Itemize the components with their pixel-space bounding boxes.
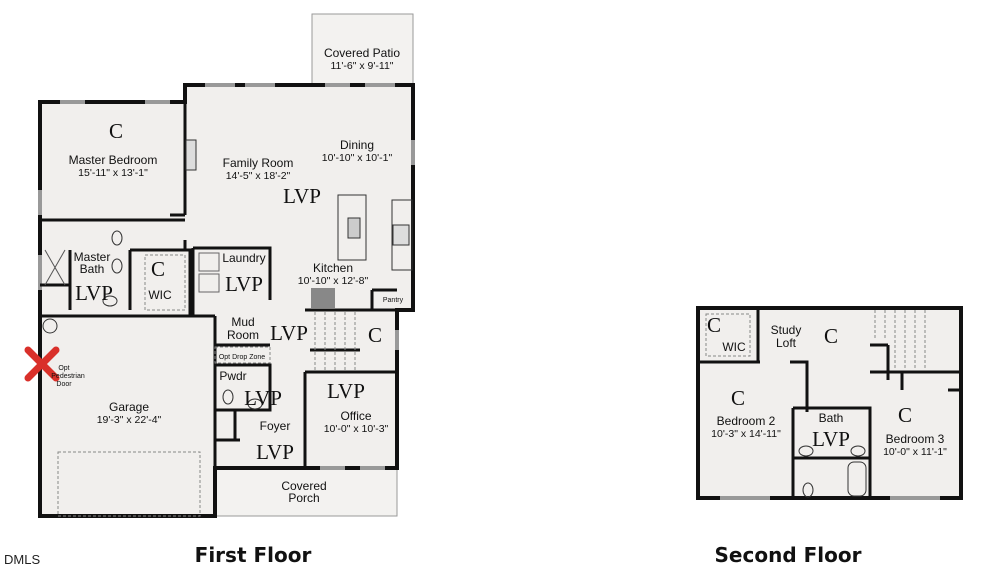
flooring-label: LVP — [812, 427, 850, 451]
room-dims: 19'-3" x 22'-4" — [97, 414, 162, 426]
room-label: Kitchen — [313, 261, 353, 275]
room-label: Bedroom 2 — [717, 414, 776, 428]
sink-icon — [347, 217, 361, 239]
flooring-label: C — [151, 257, 165, 281]
room-dims: 14'-5" x 18'-2" — [226, 170, 291, 182]
toilet-icon — [802, 482, 814, 498]
room-label: Covered — [281, 479, 326, 493]
range-icon — [392, 224, 410, 246]
room-dims: 10'-10" x 10'-1" — [322, 152, 393, 164]
room-label: Loft — [776, 336, 797, 350]
flooring-label: C — [109, 119, 123, 143]
exterior-wall — [696, 306, 963, 500]
second-floor-title: Second Floor — [715, 543, 862, 567]
flooring-label: C — [707, 313, 721, 337]
first-floor-plan: Covered Patio 11'-6" x 9'-11" C Master B… — [24, 13, 415, 567]
flooring-label: LVP — [244, 386, 282, 410]
room-label: Covered Patio — [324, 46, 400, 60]
toilet-icon — [102, 295, 118, 307]
room-label: Master — [74, 250, 111, 264]
room-dims: 10'-3" x 14'-11" — [711, 428, 781, 440]
flooring-label: C — [898, 403, 912, 427]
room-label: Study — [771, 323, 802, 337]
flooring-label: LVP — [270, 321, 308, 345]
room-label: Garage — [109, 400, 149, 414]
room-dims: 15'-11" x 13'-1" — [78, 167, 148, 179]
note-label: Door — [56, 381, 72, 388]
water-heater-icon — [42, 318, 58, 334]
room-label: Dining — [340, 138, 374, 152]
kitchen-island — [337, 194, 367, 261]
room-label: Bath — [80, 262, 105, 276]
covered-porch-area — [214, 467, 398, 517]
flooring-label: C — [731, 386, 745, 410]
cross-mark-icon — [24, 346, 60, 382]
bathtub-icon — [847, 461, 867, 497]
room-dims: 11'-6" x 9'-11" — [330, 60, 393, 72]
room-label: Pwdr — [219, 369, 246, 383]
room-label: Master Bedroom — [69, 153, 158, 167]
room-dims: 10'-0" x 11'-1" — [883, 446, 947, 458]
flooring-label: LVP — [283, 184, 321, 208]
flooring-label: LVP — [327, 379, 365, 403]
room-dims: 10'-10" x 12'-8" — [298, 275, 369, 287]
room-label: Family Room — [223, 156, 294, 170]
room-label: Room — [227, 328, 259, 342]
room-label: Bath — [819, 411, 844, 425]
room-label: WIC — [148, 288, 172, 302]
refrigerator-icon — [311, 288, 335, 308]
washer-dryer-icon — [198, 273, 220, 293]
room-label: Porch — [288, 491, 319, 505]
room-label: Laundry — [222, 251, 265, 265]
room-label: Mud — [231, 315, 254, 329]
stairs — [874, 310, 926, 370]
garage-door — [57, 451, 201, 517]
flooring-label: LVP — [75, 281, 113, 305]
note-label: Opt — [58, 365, 69, 372]
room-label: Opt Drop Zone — [219, 354, 265, 361]
flooring-label: LVP — [225, 272, 263, 296]
room-label: WIC — [722, 340, 746, 354]
watermark-logo: DMLS — [4, 552, 40, 567]
note-label: Pedestrian — [51, 373, 85, 380]
flooring-label: C — [824, 324, 838, 348]
first-floor-title: First Floor — [195, 543, 312, 567]
room-label: Office — [340, 409, 371, 423]
second-floor-plan: C WIC Study Loft C C Bedroom 2 10'-3" x … — [696, 306, 963, 567]
flooring-label: C — [368, 323, 382, 347]
room-label: Bedroom 3 — [886, 432, 945, 446]
flooring-label: LVP — [256, 440, 294, 464]
room-label: Pantry — [383, 297, 404, 304]
room-dims: 10'-0" x 10'-3" — [324, 423, 389, 435]
room-label: Foyer — [260, 419, 291, 433]
fireplace-icon — [185, 139, 197, 171]
